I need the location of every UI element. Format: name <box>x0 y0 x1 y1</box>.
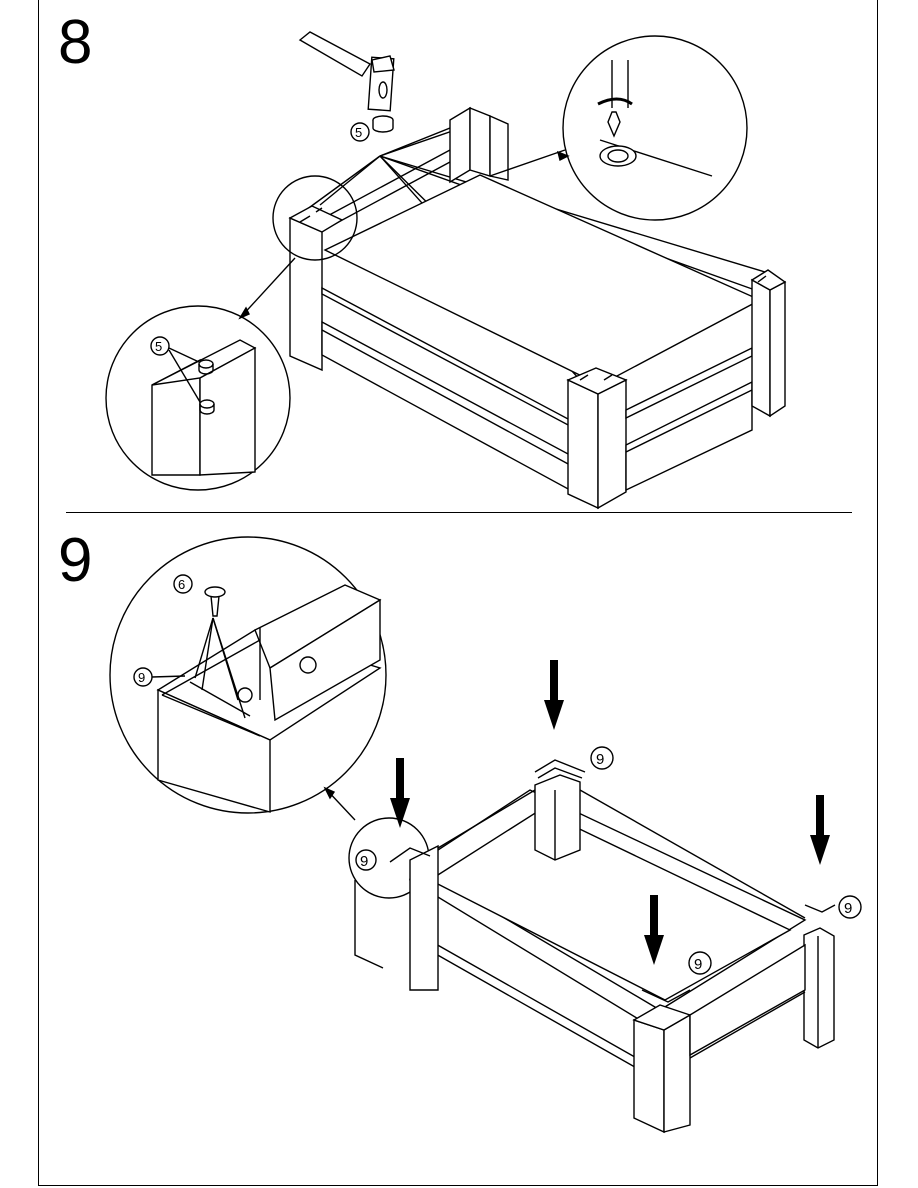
part-9-label-detail: 9 <box>138 670 145 685</box>
part-9-label-small: 9 <box>360 853 368 870</box>
screw-icon <box>205 587 225 616</box>
part-6-label: 6 <box>178 577 185 592</box>
part-9-label-front: 9 <box>694 956 702 973</box>
part-9-label-right: 9 <box>844 900 852 917</box>
part-9-label-back: 9 <box>596 751 604 768</box>
